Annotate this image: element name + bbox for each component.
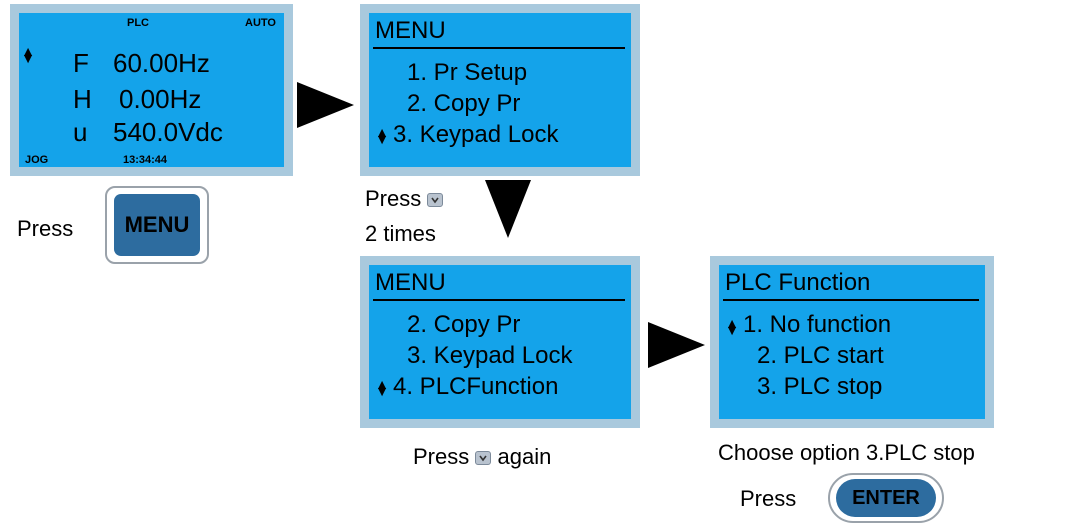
menu-lcd-screen-2: MENU 2. Copy Pr 3. Keypad Lock ▲▼ 4. PLC… [369, 265, 631, 419]
again-label: again [497, 444, 552, 469]
press-again-instruction: Press again [413, 444, 551, 470]
menu-key-frame: MENU [105, 186, 209, 264]
voltage-value: 540.0Vdc [113, 117, 223, 147]
menu-lcd-screen-1: MENU 1. Pr Setup 2. Copy Pr ▲▼ 3. Keypad… [369, 13, 631, 167]
arrow-down-icon [485, 180, 531, 238]
choose-option-label: Choose option 3.PLC stop [718, 440, 975, 465]
up-down-arrow-icon: ▲▼ [375, 376, 389, 399]
press-menu-label: Press [17, 216, 74, 241]
output-value: 0.00Hz [119, 84, 202, 114]
menu-key-button[interactable]: MENU [114, 194, 200, 256]
auto-indicator: AUTO [245, 17, 276, 29]
arrow-right-icon [297, 82, 354, 128]
enter-key-button[interactable]: ENTER [836, 479, 936, 517]
menu-item: 1. Pr Setup [407, 59, 528, 86]
menu-lcd-panel-2: MENU 2. Copy Pr 3. Keypad Lock ▲▼ 4. PLC… [360, 256, 640, 428]
status-lcd-screen: PLC AUTO ▲▼ F 60.00Hz H 0.00Hz u 540.0Vd… [19, 13, 284, 167]
menu-item: 3. PLC stop [757, 373, 883, 400]
freq-letter: F [73, 48, 89, 78]
plc-indicator: PLC [127, 17, 149, 29]
enter-key-frame: ENTER [828, 473, 944, 523]
menu-divider [373, 47, 625, 49]
press-down-instruction: Press [365, 186, 444, 212]
menu-item: 3. Keypad Lock [407, 342, 573, 369]
plc-function-title: PLC Function [725, 269, 871, 296]
two-times-label: 2 times [365, 221, 436, 246]
menu-title: MENU [375, 269, 446, 296]
time-display: 13:34:44 [123, 154, 168, 166]
status-lcd-panel: PLC AUTO ▲▼ F 60.00Hz H 0.00Hz u 540.0Vd… [10, 4, 293, 176]
voltage-letter: u [73, 117, 88, 147]
menu-divider [723, 299, 979, 301]
arrow-right-icon [648, 322, 705, 368]
menu-divider [373, 299, 625, 301]
press-label: Press [413, 444, 470, 469]
plc-lcd-panel: PLC Function ▲▼ 1. No function 2. PLC st… [710, 256, 994, 428]
output-letter: H [73, 84, 92, 114]
menu-lcd-panel-1: MENU 1. Pr Setup 2. Copy Pr ▲▼ 3. Keypad… [360, 4, 640, 176]
menu-item-selected: 1. No function [743, 311, 892, 338]
up-down-arrow-icon: ▲▼ [375, 124, 389, 147]
menu-item-selected: 3. Keypad Lock [393, 121, 559, 148]
menu-item: 2. PLC start [757, 342, 884, 369]
jog-indicator: JOG [25, 154, 49, 166]
menu-item-selected: 4. PLCFunction [393, 373, 559, 400]
down-key-icon [475, 451, 492, 465]
menu-title: MENU [375, 17, 446, 44]
press-label: Press [365, 186, 422, 211]
freq-value: 60.00Hz [113, 48, 210, 78]
up-down-arrow-icon: ▲▼ [21, 43, 35, 66]
press-enter-label: Press [740, 486, 797, 511]
down-key-icon [427, 193, 444, 207]
menu-item: 2. Copy Pr [407, 311, 521, 338]
up-down-arrow-icon: ▲▼ [725, 315, 739, 338]
menu-item: 2. Copy Pr [407, 90, 521, 117]
plc-lcd-screen: PLC Function ▲▼ 1. No function 2. PLC st… [719, 265, 985, 419]
